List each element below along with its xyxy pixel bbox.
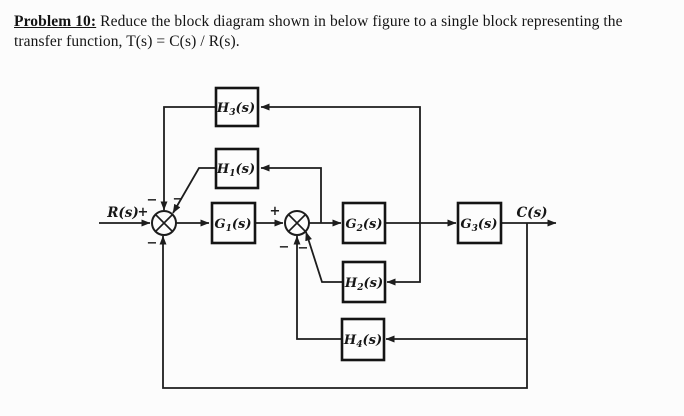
block-g1-box [210,201,257,245]
block-h2-box [341,260,387,304]
block-h2-label: H2(s) [344,276,383,293]
wire-takeoff-to-h3 [260,103,421,223]
block-h4-label: H4(s) [343,333,382,350]
block-h3-box [214,86,260,128]
summing-junction-2 [284,210,310,236]
sum1-minus-top-left: − [147,193,158,208]
block-g3: G3(s) [456,201,503,245]
block-h1-label: H1(s) [216,162,255,179]
problem-statement: Problem 10: Reduce the block diagram sho… [14,12,674,53]
block-h4: H4(s) [340,317,386,362]
wire-h4-to-sum2 [293,235,342,340]
block-g3-box [456,201,503,245]
sum2-minus-bottom-right: − [298,241,309,256]
block-h3: H3(s) [214,86,260,128]
wires [99,103,557,389]
problem-text-line1: Reduce the block diagram shown in below … [96,13,623,30]
sum2-minus-bottom-left: − [279,240,290,255]
wire-outer-feedback [159,235,528,389]
sum1-minus-top-right: − [173,192,184,207]
sum1-cross-icon [154,213,174,233]
block-h3-label: H3(s) [216,101,255,118]
block-g1-label: G1(s) [215,217,252,234]
block-g2-label: G2(s) [346,217,383,234]
problem-title: Problem 10: [14,13,97,30]
block-g2: G2(s) [341,201,387,245]
output-signal-label: C(s) [516,205,547,221]
input-signal-label: R(s) [106,205,139,221]
block-h1: H1(s) [214,147,260,190]
block-h4-box [340,317,386,362]
problem-text-line2: transfer function, T(s) = C(s) / R(s). [14,33,240,51]
block-h2: H2(s) [341,260,387,304]
wire-h3-to-sum1 [160,106,216,211]
block-h1-box [214,147,260,190]
sum2-cross-icon [287,213,307,233]
block-g1: G1(s) [210,201,257,245]
sum1-minus-bottom: − [147,236,158,251]
wire-h1-to-sum1 [172,167,216,214]
block-g3-label: G3(s) [461,217,498,234]
block-g2-box [341,201,387,245]
sum2-plus-sign: + [270,204,281,219]
wire-takeoff-to-h1 [260,164,322,223]
summing-junction-1 [151,210,177,236]
sum1-plus-sign: + [138,205,149,220]
wire-output-to-h4 [385,223,528,343]
wire-h2-to-sum2 [305,231,343,283]
wire-takeoff-to-h2 [386,223,421,286]
